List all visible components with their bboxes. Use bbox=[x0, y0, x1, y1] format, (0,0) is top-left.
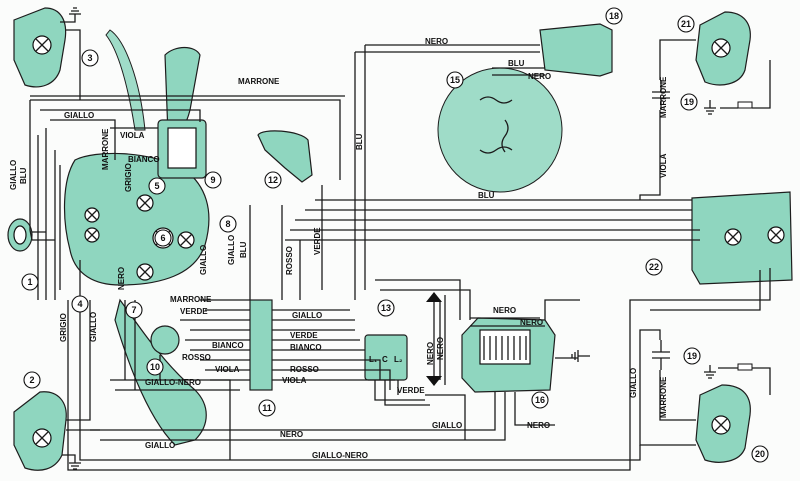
wire-label-giallo-left: GIALLO bbox=[89, 312, 98, 342]
wire-label-bianco-l3: BIANCO bbox=[212, 341, 244, 350]
wire-label-nero-bottom: NERO bbox=[280, 430, 303, 439]
wire-label-blu-vert: BLU bbox=[355, 133, 364, 150]
ground-symbols bbox=[571, 100, 716, 379]
switch-block bbox=[157, 119, 207, 179]
relay-terminal-l2: L₂ bbox=[394, 355, 403, 364]
callout-3: 3 bbox=[87, 53, 92, 63]
wire-label-giallo-reg: GIALLO bbox=[432, 421, 462, 430]
wire-label-giallo-bottom: GIALLO bbox=[145, 441, 175, 450]
wire-label-marrone-right-low: MARRONE bbox=[659, 376, 668, 418]
lamp-housing-bottom-left bbox=[13, 391, 81, 471]
wire-label-blu-horiz: BLU bbox=[478, 191, 495, 200]
callout-11: 11 bbox=[262, 403, 272, 413]
wire-label-verde-reg: VERDE bbox=[397, 386, 425, 395]
callout-20: 20 bbox=[755, 449, 765, 459]
callout-15: 15 bbox=[450, 75, 460, 85]
wire-label-viola-r: VIOLA bbox=[282, 376, 307, 385]
callout-10: 10 bbox=[150, 362, 160, 372]
wire-labels: MARRONE GIALLO VIOLA BIANCO MARRONE GRIG… bbox=[9, 37, 668, 460]
wire-label-viola-right: VIOLA bbox=[659, 153, 668, 178]
wire-label-nero-reg-vert2: NERO bbox=[436, 337, 445, 360]
horn-left bbox=[7, 218, 33, 252]
callout-4: 4 bbox=[77, 299, 82, 309]
wire-label-blu-left-b: BLU bbox=[19, 167, 28, 184]
wire-label-marrone-low: MARRONE bbox=[170, 295, 212, 304]
wire-label-grigio-mid: GRIGIO bbox=[124, 163, 133, 192]
wire-label-bianco-mid: BIANCO bbox=[128, 155, 160, 164]
terminal-strip bbox=[249, 299, 273, 391]
wire-label-giallo-vert: GIALLO bbox=[227, 235, 236, 265]
relay-terminal-c: C bbox=[382, 355, 388, 364]
wire-label-blu-vert2: BLU bbox=[239, 241, 248, 258]
wire-label-nero-stator: NERO bbox=[528, 72, 551, 81]
lamp-housing-top-left bbox=[13, 7, 81, 88]
relay-terminal-l1: L₁ bbox=[369, 355, 378, 364]
callout-1: 1 bbox=[27, 277, 32, 287]
callout-5: 5 bbox=[154, 181, 159, 191]
wire-label-marrone-right: MARRONE bbox=[659, 76, 668, 118]
wire-label-giallo-top: GIALLO bbox=[64, 111, 94, 120]
wire-label-rosso-r: ROSSO bbox=[290, 365, 319, 374]
wire-label-blu-top: BLU bbox=[508, 59, 525, 68]
callout-12: 12 bbox=[268, 175, 278, 185]
wire-paths bbox=[29, 29, 771, 471]
wire-label-giallo-left-a: GIALLO bbox=[9, 160, 18, 190]
tail-lamp bbox=[691, 191, 793, 285]
wire-label-marrone-mid: MARRONE bbox=[101, 128, 110, 170]
wire-label-nero-top: NERO bbox=[425, 37, 448, 46]
wire-label-nero-left: NERO bbox=[117, 267, 126, 290]
wire-label-nero-reg-top2: NERO bbox=[520, 318, 543, 327]
callout-2: 2 bbox=[29, 375, 34, 385]
callout-8: 8 bbox=[225, 219, 230, 229]
callout-22: 22 bbox=[649, 262, 659, 272]
callout-16: 16 bbox=[535, 395, 545, 405]
wire-label-rosso-vert: ROSSO bbox=[285, 246, 294, 275]
wire-label-verde-r2: VERDE bbox=[290, 331, 318, 340]
wire-label-viola-top: VIOLA bbox=[120, 131, 145, 140]
connector-top bbox=[539, 23, 613, 77]
wire-label-bianco-r3: BIANCO bbox=[290, 343, 322, 352]
callout-19-top: 19 bbox=[684, 97, 694, 107]
condenser-top bbox=[652, 80, 670, 110]
callouts: 3 1 2 4 5 6 7 8 9 10 11 12 13 15 16 18 1… bbox=[21, 7, 769, 463]
callout-19-bottom: 19 bbox=[687, 351, 697, 361]
wire-label-giallo-nero-mid: GIALLO-NERO bbox=[145, 378, 201, 387]
regulator-arrow bbox=[426, 292, 442, 386]
wire-label-verde-low: VERDE bbox=[180, 307, 208, 316]
callout-6: 6 bbox=[160, 233, 165, 243]
callout-18: 18 bbox=[609, 11, 619, 21]
lamp-housing-top-right bbox=[695, 11, 751, 86]
wire-label-marrone-top: MARRONE bbox=[238, 77, 280, 86]
wire-label-giallo-right-vert: GIALLO bbox=[629, 368, 638, 398]
callout-9: 9 bbox=[210, 175, 215, 185]
lamp-housing-bottom-right bbox=[695, 384, 751, 463]
wire-label-giallo-vert2: GIALLO bbox=[199, 245, 208, 275]
fuses bbox=[737, 101, 753, 371]
wire-label-giallo-r1: GIALLO bbox=[292, 311, 322, 320]
voltage-regulator bbox=[461, 317, 556, 393]
switch-10 bbox=[150, 325, 180, 355]
relay-terminal-labels: L₁ C L₂ bbox=[369, 355, 403, 364]
condenser-bottom bbox=[652, 340, 670, 370]
wire-label-viola-l: VIOLA bbox=[215, 365, 240, 374]
wire-label-rosso-l: ROSSO bbox=[182, 353, 211, 362]
plug-component bbox=[257, 130, 313, 183]
callout-13: 13 bbox=[381, 303, 391, 313]
wire-label-nero-reg-vert: NERO bbox=[426, 342, 435, 365]
callout-7: 7 bbox=[131, 305, 136, 315]
wire-label-verde-vert: VERDE bbox=[313, 227, 322, 255]
callout-21: 21 bbox=[681, 19, 691, 29]
wire-label-giallo-nero-bottom: GIALLO-NERO bbox=[312, 451, 368, 460]
wire-label-nero-reg-bottom: NERO bbox=[527, 421, 550, 430]
wire-label-nero-reg-top1: NERO bbox=[493, 306, 516, 315]
wire-label-grigio-left: GRIGIO bbox=[59, 313, 68, 342]
